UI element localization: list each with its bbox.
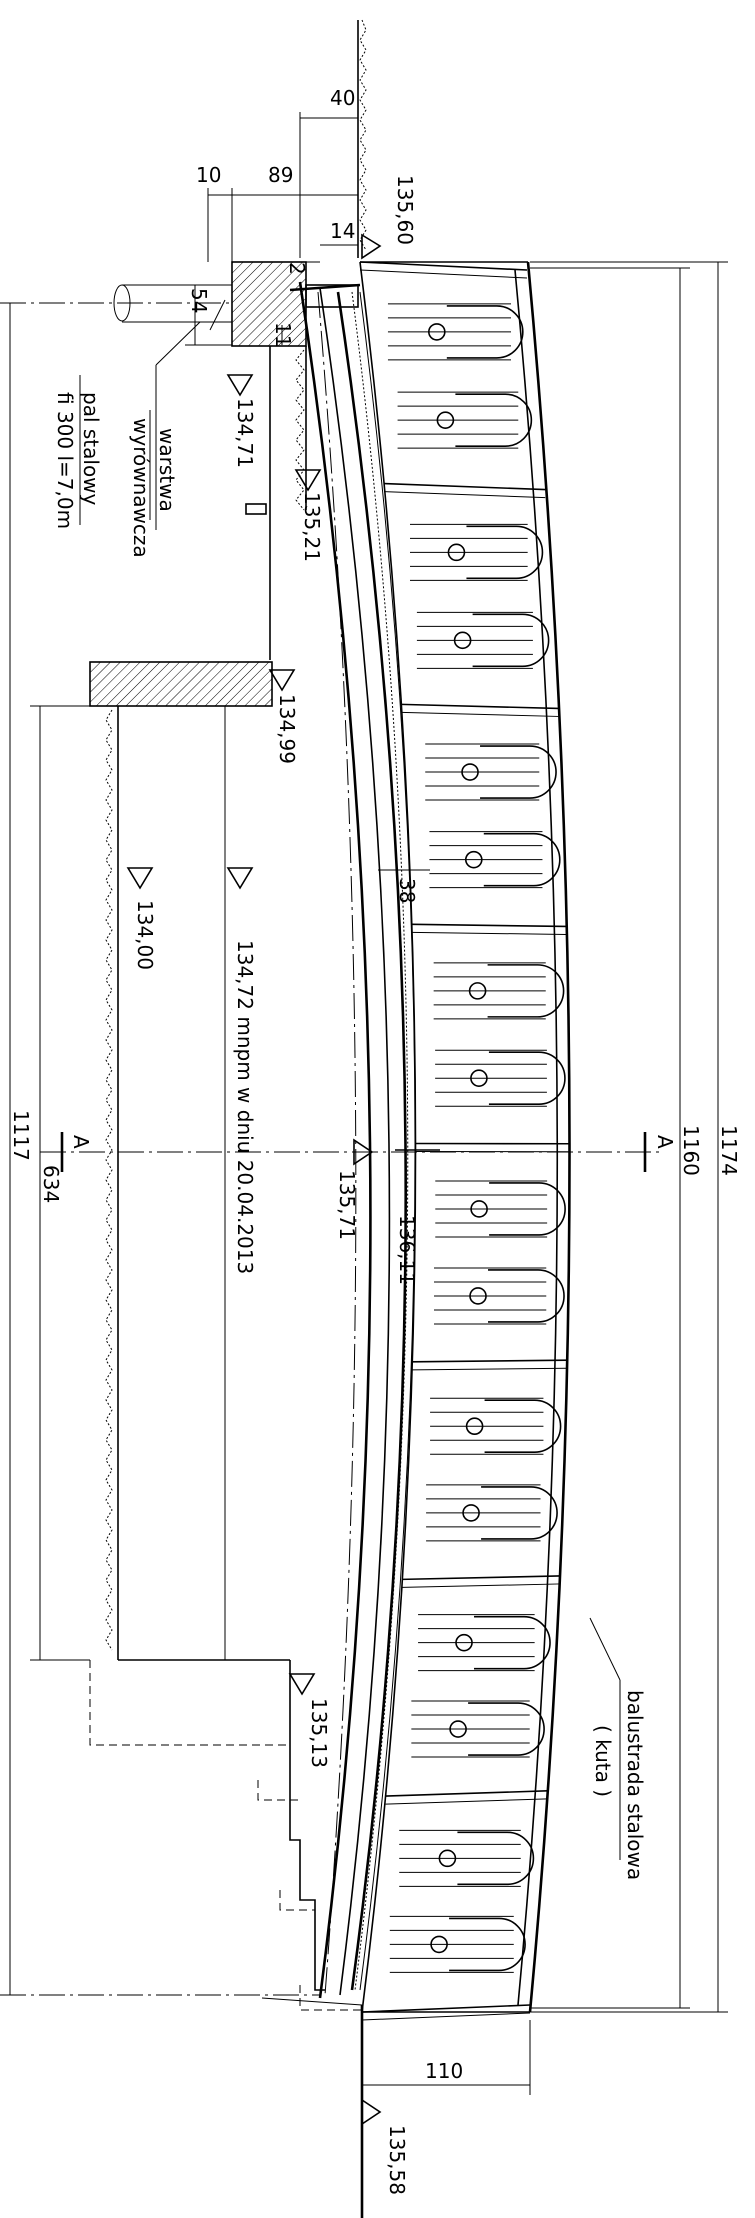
dim-1160: 1160 (679, 1125, 703, 1176)
layer-label-line2: wyrównawcza (129, 418, 153, 558)
balustrade-scroll (481, 1486, 558, 1540)
pile-label-line2: fi 300 l=7,0m (53, 392, 77, 529)
balustrade-post (359, 261, 528, 271)
balustrade-post (402, 1575, 560, 1581)
balustrade-post-edge (402, 1583, 560, 1588)
dim-40: 40 (330, 86, 355, 110)
balustrade-post (361, 2004, 531, 2013)
balustrade-scroll (472, 613, 550, 668)
balustrade-scroll (489, 1182, 566, 1236)
balustrade-post (412, 1359, 568, 1363)
balustrade-post-edge (411, 931, 567, 935)
balustrade-post-edge (412, 1367, 568, 1371)
dimension-texts: 40 10 89 14 2 54 11 38 1117 634 1160 117… (9, 86, 741, 2083)
level-134-99: 134,99 (275, 694, 299, 764)
section-mark-left: A (69, 1135, 93, 1149)
level-134-71: 134,71 (233, 398, 257, 468)
dim-38: 38 (395, 878, 419, 903)
balustrade-scroll (488, 1051, 566, 1105)
balustrade-scroll (488, 1269, 565, 1323)
balustrade (359, 261, 571, 2021)
left-abutment (89, 261, 359, 1661)
dim-14: 14 (330, 219, 355, 243)
dim-2: 2 (285, 262, 309, 275)
balustrade-scroll (457, 1831, 535, 1886)
dim-89: 89 (268, 163, 293, 187)
balustrade-scroll (487, 964, 565, 1018)
dim-11: 11 (271, 322, 295, 347)
terrain (261, 19, 367, 2218)
level-135-13: 135,13 (307, 1698, 331, 1768)
level-135-60: 135,60 (393, 175, 417, 245)
balustrade-label-line2: ( kuta ) (591, 1725, 615, 1797)
balustrade-post (384, 482, 546, 491)
dim-54: 54 (187, 288, 211, 313)
balustrade-scroll (449, 1917, 526, 1972)
level-texts: 135,60 134,71 135,21 134,99 134,00 134,7… (133, 175, 419, 2195)
balustrade-scroll (455, 393, 533, 447)
level-135-21: 135,21 (300, 492, 324, 562)
balustrade-scroll (474, 1615, 551, 1670)
balustrade-scroll (468, 1702, 545, 1756)
dim-10: 10 (196, 163, 221, 187)
balustrade-post (411, 923, 567, 928)
balustrade-post-edge (384, 491, 546, 499)
balustrade-post-edge (361, 2012, 531, 2021)
level-135-58: 135,58 (385, 2125, 409, 2195)
balustrade-scroll (446, 305, 524, 359)
balustrade-scroll (480, 745, 557, 799)
balustrade-post-edge (385, 1798, 548, 1805)
dim-634: 634 (39, 1165, 63, 1203)
balustrade-post (401, 703, 559, 710)
dimension-lines (9, 112, 728, 2095)
pile-label-line1: pal stalowy (79, 392, 103, 506)
water-level: 134,72 mnpm w dniu 20.04.2013 (233, 940, 257, 1274)
dim-1174: 1174 (717, 1125, 741, 1176)
balustrade-label-line1: balustrada stalowa (623, 1690, 647, 1880)
balustrade-scroll (483, 832, 561, 887)
balustrade-post-edge (359, 269, 528, 279)
dim-1117: 1117 (9, 1110, 33, 1161)
balustrade-post (385, 1790, 548, 1797)
layer-label-line1: warstwa (155, 428, 179, 512)
bridge-deck (289, 281, 440, 1999)
level-134-00: 134,00 (133, 900, 157, 970)
section-mark-right: A (653, 1135, 677, 1149)
level-136-11: 136,11 (395, 1215, 419, 1285)
note-texts: warstwa wyrównawcza pal stalowy fi 300 l… (53, 392, 677, 1880)
level-markers (126, 233, 382, 2126)
balustrade-scroll (484, 1399, 562, 1454)
level-135-71: 135,71 (335, 1170, 359, 1240)
dim-110: 110 (425, 2059, 463, 2083)
balustrade-scroll (466, 525, 544, 580)
right-abutment (89, 1660, 362, 2011)
balustrade-post-edge (401, 711, 559, 717)
